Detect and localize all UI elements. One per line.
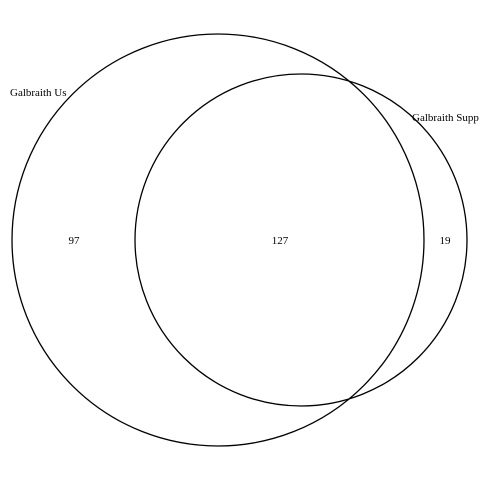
set-b-label: Galbraith Supp bbox=[412, 112, 479, 124]
set-a-label: Galbraith Us bbox=[10, 87, 67, 99]
set-a-circle bbox=[11, 33, 425, 447]
region-b-only-count: 19 bbox=[440, 235, 452, 247]
region-intersection-count: 127 bbox=[272, 235, 289, 247]
set-b-circle bbox=[134, 73, 468, 407]
region-a-only-count: 97 bbox=[69, 235, 81, 247]
